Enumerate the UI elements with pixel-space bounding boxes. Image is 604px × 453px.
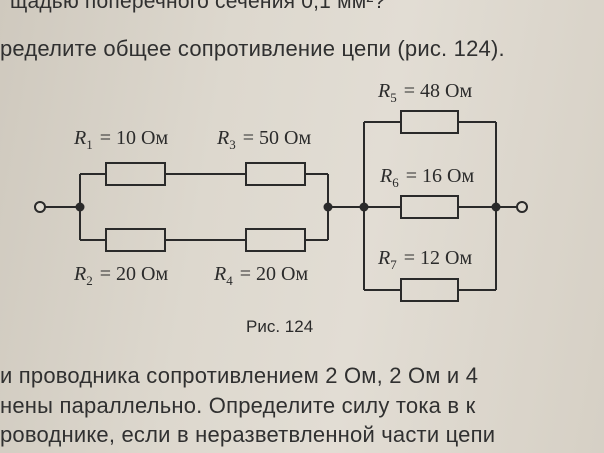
label-r2: R2 = 20 Ом (74, 263, 169, 288)
label-r4: R4 = 20 Ом (214, 263, 309, 288)
label-r1: R1 = 10 Ом (74, 127, 169, 152)
next-problem-line-2: нены параллельно. Определите силу тока в… (0, 393, 476, 418)
resistor-r3 (245, 162, 306, 186)
resistor-r5 (400, 110, 459, 134)
junction-node-b (323, 202, 333, 212)
junction-node-c (359, 202, 369, 212)
resistor-r6 (400, 195, 459, 219)
junction-node-a (75, 202, 85, 212)
label-r6: R6 = 16 Ом (380, 165, 475, 190)
junction-node-d (491, 202, 501, 212)
label-r3: R3 = 50 Ом (217, 127, 312, 152)
left-terminal (34, 201, 46, 213)
next-problem-line-3: роводнике, если в неразветвленной части … (0, 422, 496, 447)
right-terminal (516, 201, 528, 213)
resistor-r4 (245, 228, 306, 252)
label-r5: R5 = 48 Ом (378, 80, 473, 105)
problem-question-line: ределите общее сопротивление цепи (рис. … (0, 36, 505, 61)
resistor-r7 (400, 278, 459, 302)
label-r7: R7 = 12 Ом (378, 247, 473, 272)
resistor-r1 (105, 162, 166, 186)
next-problem-line-1: и проводника сопротивлением 2 Ом, 2 Ом и… (0, 363, 479, 388)
previous-problem-line: щадью поперечного сечения 0,1 мм²? (10, 0, 386, 13)
figure-caption: Рис. 124 (246, 317, 314, 336)
resistor-r2 (105, 228, 166, 252)
